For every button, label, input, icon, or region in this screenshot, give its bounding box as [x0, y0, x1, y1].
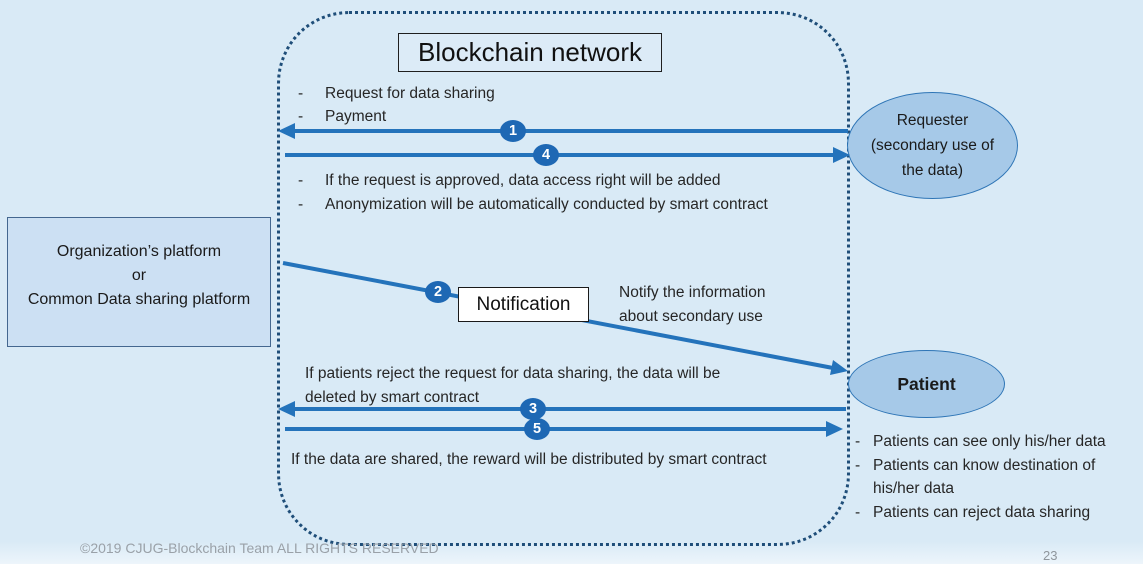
page-title: Blockchain network [418, 37, 642, 67]
reject-note: If patients reject the request for data … [305, 362, 720, 410]
requester-node: Requester (secondary use of the data) [847, 92, 1018, 199]
notify-note: Notify the information about secondary u… [619, 281, 765, 329]
page-number: 23 [1043, 548, 1058, 563]
requester-line1: Requester [896, 112, 969, 129]
step-badge-3: 3 [520, 398, 546, 420]
patient-right-3: Patients can reject data sharing [873, 503, 1091, 521]
patient-right-2: Patients can know destination of his/her… [873, 456, 1096, 498]
reward-text: If the data are shared, the reward will … [291, 451, 767, 468]
bullet-dash: - [298, 196, 304, 213]
step-3-label: 3 [528, 401, 538, 417]
patient-rights-list: - Patients can see only his/her data - P… [855, 430, 1139, 524]
reject-line1: If patients reject the request for data … [305, 365, 721, 382]
approval-bullet-list: - If the request is approved, data acces… [298, 169, 768, 217]
approval-item-2: Anonymization will be automatically cond… [325, 196, 768, 213]
request-bullet-list: - Request for data sharing - Payment [298, 82, 495, 128]
requester-line3: the data) [901, 162, 964, 179]
platform-node: Organization’s platform or Common Data s… [7, 217, 271, 347]
bullet-dash: - [855, 456, 861, 474]
step-badge-4: 4 [533, 144, 559, 166]
reject-line2: deleted by smart contract [305, 389, 480, 406]
platform-line1: Organization’s platform [56, 243, 222, 260]
notify-line1: Notify the information [619, 284, 766, 301]
patient-node: Patient [848, 350, 1005, 418]
list-item: - Patients can see only his/her data [855, 430, 1139, 454]
step-4-label: 4 [541, 147, 551, 163]
step-2-label: 2 [433, 284, 443, 300]
list-item: - Request for data sharing [298, 82, 495, 105]
step-badge-1: 1 [500, 120, 526, 142]
step-badge-2: 2 [425, 281, 451, 303]
title-box: Blockchain network [398, 33, 662, 72]
list-item: - Anonymization will be automatically co… [298, 193, 768, 217]
platform-line2: or [131, 267, 147, 284]
bullet-dash: - [298, 108, 304, 125]
patient-right-1: Patients can see only his/her data [873, 433, 1106, 450]
requester-line2: (secondary use of [870, 137, 995, 154]
blockchain-network-boundary [277, 11, 850, 546]
notification-label: Notification [476, 293, 571, 315]
approval-item-1: If the request is approved, data access … [325, 172, 721, 189]
list-item: - Payment [298, 105, 495, 128]
bullet-dash: - [855, 503, 861, 521]
step-5-label: 5 [532, 421, 542, 437]
step-badge-5: 5 [524, 418, 550, 440]
list-item: - Patients can reject data sharing [855, 501, 1139, 525]
list-item: - If the request is approved, data acces… [298, 169, 768, 193]
request-item-2: Payment [325, 108, 387, 125]
platform-line3: Common Data sharing platform [27, 291, 251, 308]
patient-label: Patient [897, 373, 956, 394]
bullet-dash: - [855, 433, 861, 450]
request-item-1: Request for data sharing [325, 85, 495, 102]
step-1-label: 1 [508, 123, 518, 139]
list-item: - Patients can know destination of his/h… [855, 454, 1139, 501]
reward-note: If the data are shared, the reward will … [291, 448, 767, 471]
bullet-dash: - [298, 85, 304, 102]
bullet-dash: - [298, 172, 304, 189]
footer-copyright: ©2019 CJUG-Blockchain Team ALL RIGHTS RE… [80, 540, 439, 556]
notification-node: Notification [458, 287, 589, 322]
notify-line2: about secondary use [619, 308, 763, 325]
